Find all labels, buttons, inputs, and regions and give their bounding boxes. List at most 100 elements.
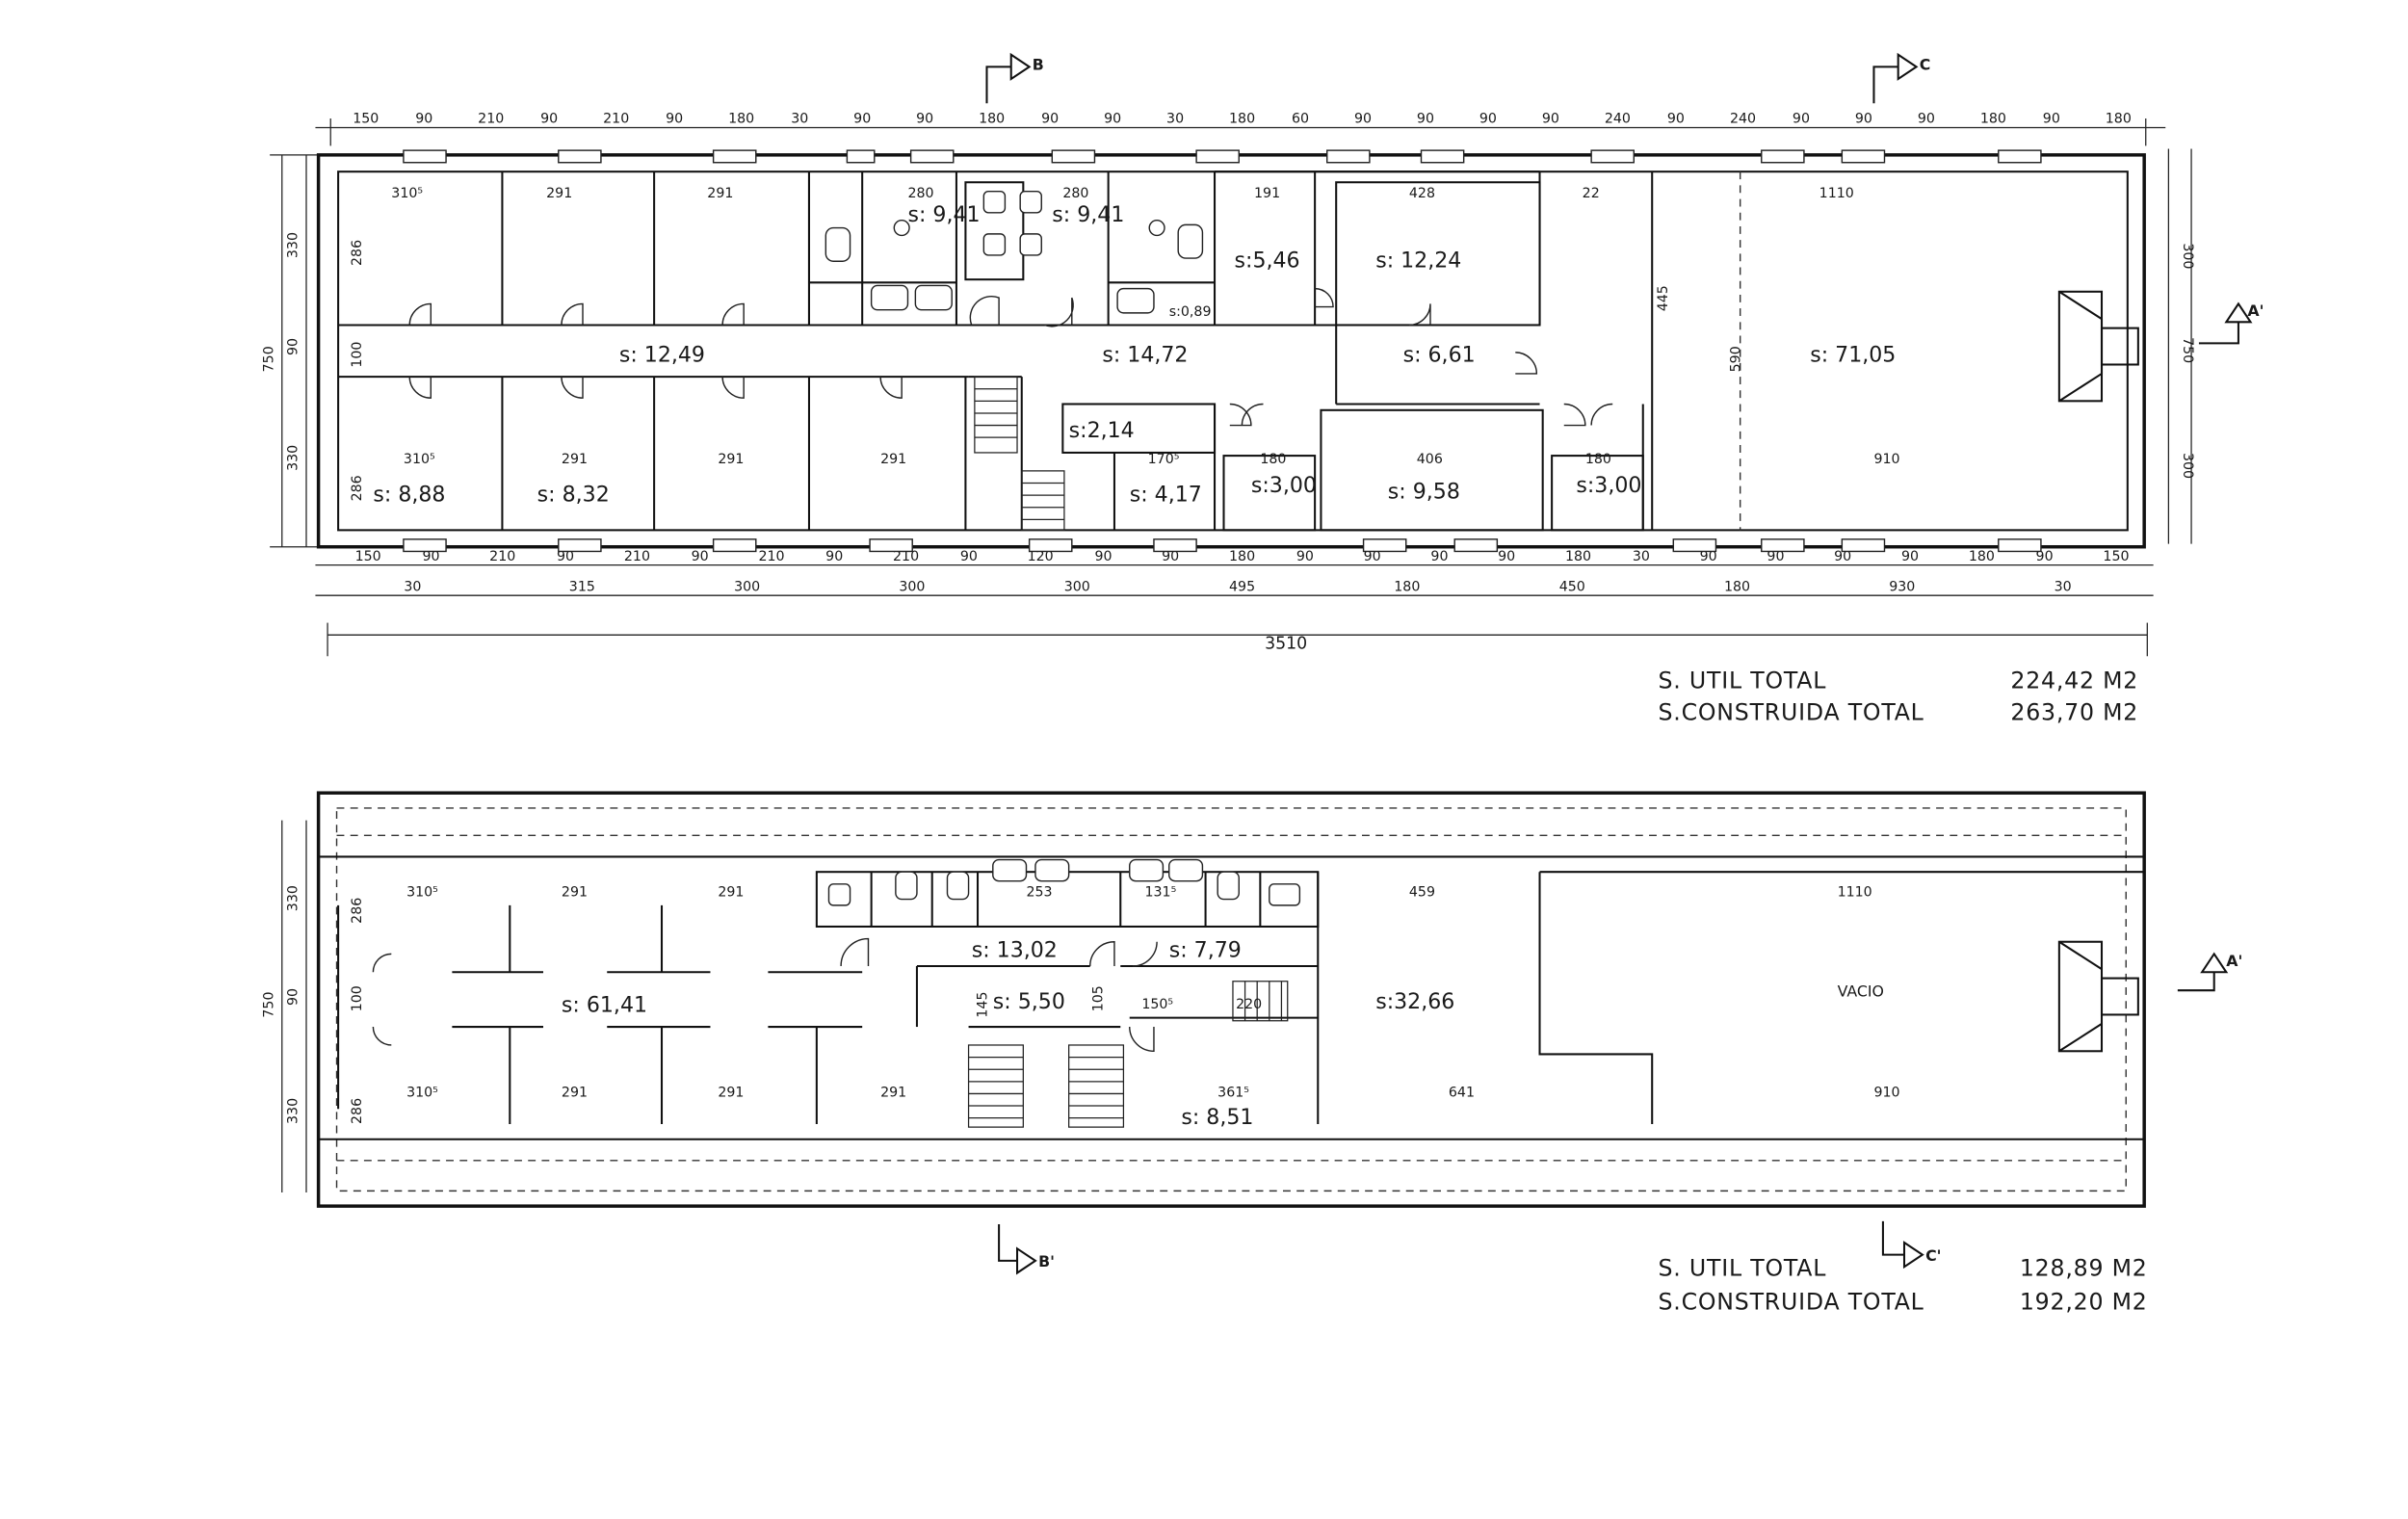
upper-room-labels: s: 61,41 s: 13,02 s: 5,50 s: 7,79 s:32,6… — [562, 939, 1884, 1130]
room-label-wc-2: s: 9,41 — [1052, 203, 1124, 227]
ground-sanitary-fixtures — [824, 190, 1204, 314]
dim-286-bottom: 286 — [350, 475, 365, 501]
top-dim-8: 90 — [853, 112, 871, 127]
svg-text:C': C' — [1925, 1246, 1941, 1265]
top-dim-4: 210 — [603, 112, 629, 127]
top-dim-20: 240 — [1605, 112, 1631, 127]
upper-dim-286-bottom: 286 — [350, 1098, 365, 1124]
upper-stair — [967, 981, 1289, 1128]
bottom-dim-5: 90 — [692, 549, 709, 564]
upper-dim-1315: 131⁵ — [1144, 884, 1176, 900]
bottom-dim-4: 210 — [624, 549, 650, 564]
top-dim-2: 210 — [478, 112, 504, 127]
upper-util-total-label: S. UTIL TOTAL — [1659, 1255, 1827, 1282]
left-dim-3: 330 — [286, 445, 301, 471]
bottom-dim-22: 90 — [1834, 549, 1851, 564]
overall-length-label: 3510 — [1265, 634, 1307, 653]
upper-dim-3105-top: 310⁵ — [406, 884, 438, 900]
top-dim-13: 30 — [1166, 112, 1184, 127]
bottom-dim-16: 90 — [1430, 549, 1448, 564]
bottom-dim-20: 90 — [1700, 549, 1717, 564]
room-label-300a: s:3,00 — [1251, 474, 1317, 498]
bottom-dim2-4: 300 — [1064, 579, 1090, 594]
bottom-dim2-9: 930 — [1889, 579, 1915, 594]
dim-3105-top: 310⁵ — [391, 186, 423, 201]
upper-doors — [372, 937, 1158, 1052]
ground-right-dimension-chain: 300 750 300 — [2167, 148, 2195, 544]
bottom-dim-9: 90 — [960, 549, 978, 564]
dim-191: 191 — [1254, 186, 1280, 201]
section-mark-c-prime: C' — [1881, 1220, 1941, 1270]
upper-dim-105: 105 — [1090, 985, 1106, 1011]
bottom-dim2-10: 30 — [2055, 579, 2072, 594]
bottom-dim2-6: 180 — [1394, 579, 1420, 594]
upper-built-total-label: S.CONSTRUIDA TOTAL — [1659, 1288, 1924, 1315]
dim-280-a: 280 — [907, 186, 933, 201]
bottom-dim2-0: 30 — [404, 579, 421, 594]
top-dim-9: 90 — [916, 112, 933, 127]
svg-text:A': A' — [2226, 952, 2242, 970]
top-dim-28: 180 — [2106, 112, 2132, 127]
top-dim-22: 240 — [1730, 112, 1756, 127]
room-label-417: s: 4,17 — [1130, 483, 1202, 507]
upper-dim-145: 145 — [975, 991, 990, 1017]
top-dim-0: 150 — [353, 112, 379, 127]
upper-left-dim-3: 330 — [286, 1098, 301, 1124]
room-label-hall: s: 14,72 — [1102, 343, 1188, 367]
ground-room-labels: s: 8,88 s: 8,32 s: 12,49 s: 9,41 s: 9,41… — [373, 203, 1896, 507]
dim-291-a: 291 — [546, 186, 572, 201]
bottom-dim2-3: 300 — [899, 579, 925, 594]
top-dim-11: 90 — [1041, 112, 1059, 127]
room-label-vacio: VACIO — [1838, 982, 1884, 1001]
dim-291-c: 291 — [562, 452, 588, 467]
upper-dim-286-top: 286 — [350, 898, 365, 924]
upper-left-dimension-chain: 750 330 90 330 — [261, 820, 307, 1192]
upper-dim-3615: 361⁵ — [1217, 1086, 1249, 1101]
upper-dim-459: 459 — [1409, 884, 1435, 900]
top-dim-10: 180 — [979, 112, 1005, 127]
bottom-dim2-7: 450 — [1559, 579, 1585, 594]
room-label-corridor: s: 12,49 — [619, 343, 705, 367]
top-dim-19: 90 — [1542, 112, 1559, 127]
left-dim-2: 90 — [286, 338, 301, 355]
room-label-661: s: 6,61 — [1403, 343, 1476, 367]
dim-910: 910 — [1873, 452, 1899, 467]
bottom-dim-25: 90 — [2036, 549, 2054, 564]
upper-dim-1505: 150⁵ — [1141, 997, 1173, 1012]
dim-291-b: 291 — [707, 186, 733, 201]
top-dim-6: 180 — [728, 112, 754, 127]
room-label-office-a: s: 8,88 — [373, 483, 445, 507]
room-label-851: s: 8,51 — [1181, 1106, 1253, 1130]
bottom-dim-11: 90 — [1094, 549, 1112, 564]
bottom-dim-10: 120 — [1028, 549, 1054, 564]
upper-left-dim-2: 90 — [286, 988, 301, 1006]
ground-left-dimension-chain: 750 330 90 330 — [261, 154, 319, 548]
bottom-dim-1: 90 — [422, 549, 439, 564]
room-label-wc-1: s: 9,41 — [907, 203, 980, 227]
room-label-store: s:2,14 — [1069, 419, 1135, 443]
right-dim-3: 300 — [2180, 453, 2195, 479]
bottom-dim-18: 180 — [1565, 549, 1591, 564]
right-dim-2: 750 — [2180, 337, 2195, 363]
upper-dim-291-d: 291 — [718, 1086, 744, 1101]
top-dim-25: 90 — [1918, 112, 1935, 127]
dim-3105-bottom: 310⁵ — [404, 452, 435, 467]
dim-22: 22 — [1583, 186, 1600, 201]
ground-totals: S. UTIL TOTAL 224,42 M2 S.CONSTRUIDA TOT… — [1659, 667, 2138, 725]
bottom-dim2-1: 315 — [569, 579, 595, 594]
top-dim-18: 90 — [1479, 112, 1497, 127]
bottom-dim-17: 90 — [1498, 549, 1515, 564]
ground-built-total-value: 263,70 M2 — [2010, 698, 2138, 725]
top-dim-24: 90 — [1855, 112, 1872, 127]
room-label-6141: s: 61,41 — [562, 993, 647, 1017]
bottom-dim-8: 210 — [893, 549, 919, 564]
upper-dim-291-a: 291 — [562, 884, 588, 900]
top-dim-17: 90 — [1417, 112, 1434, 127]
room-label-3266: s:32,66 — [1375, 990, 1454, 1014]
room-label-1224: s: 12,24 — [1375, 249, 1461, 274]
room-label-300b: s:3,00 — [1576, 474, 1641, 498]
bottom-dim2-8: 180 — [1724, 579, 1750, 594]
dim-291-e: 291 — [880, 452, 906, 467]
ground-doors — [408, 287, 1613, 427]
